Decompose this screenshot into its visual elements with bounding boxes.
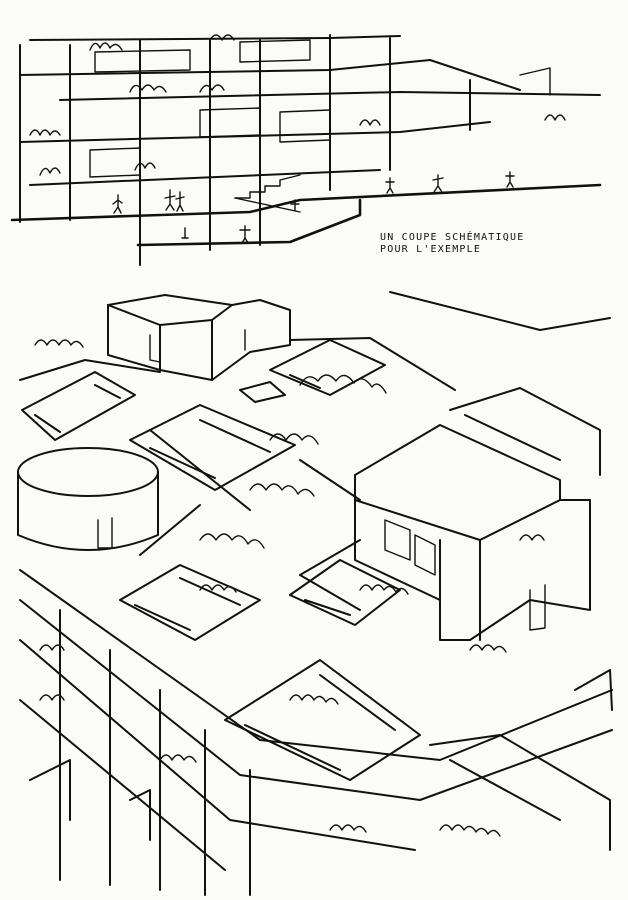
background-line [389,291,611,331]
foliage [89,42,123,51]
caption-line-2: POUR L'EXEMPLE [380,244,482,255]
section-drawing [10,34,602,266]
planter-box [89,147,141,178]
planter-box [239,39,311,63]
caption-line-1: UN COUPE SCHÉMATIQUE [380,232,525,243]
foliage [469,644,507,653]
cylinder-top [17,447,159,497]
floor-slab-4 [19,59,521,91]
foliage [39,167,61,176]
lower-ground-line [136,198,362,247]
wing-roof-edge [19,569,613,761]
floor-slab-3 [59,91,601,101]
wing-floor-line [19,639,416,851]
foliage [329,824,367,833]
courtyard-opening [119,564,261,641]
planter-box [199,107,261,138]
foliage [39,644,65,701]
planter-box [94,49,191,73]
courtyard-opening [289,559,401,626]
foliage [159,754,197,763]
foliage [299,374,387,394]
foliage [269,433,319,445]
foliage [29,129,61,136]
foliage [359,584,409,595]
block-walls [354,499,591,641]
axonometric-lines [17,291,613,896]
courtyard-opening [224,659,421,781]
foliage [199,533,265,549]
foliage [439,824,501,837]
foliage [129,84,167,93]
courtyard-opening [129,404,296,491]
roof-grid-lines [139,429,361,611]
planter-box [519,67,551,96]
floor-slab-2 [19,121,491,143]
floor-slab-1 [29,169,381,186]
skylight [239,381,286,403]
foliage [249,483,315,497]
foliage [519,534,545,541]
foliage [134,162,156,171]
house-doors [149,329,246,363]
courtyard-opening [449,387,601,476]
foliage [289,694,339,705]
block-door [529,584,546,631]
block-roof [354,424,561,541]
wing-columns [59,609,251,896]
courtyard-opening [269,339,386,396]
people-figures [112,171,515,244]
terrace-edge [19,337,456,391]
courtyard-opening [429,734,611,851]
cylinder-body [17,471,159,551]
courtyard-opening [21,371,136,441]
wing-floor-line-2 [19,699,226,871]
house-roof-edge [107,304,233,326]
section-lines [10,34,602,266]
foliage [359,119,381,126]
caption: UN COUPE SCHÉMATIQUE POUR L'EXEMPLE [380,232,580,256]
foliage [34,339,84,348]
courtyard-opening [574,669,613,711]
wing-roof-edge-2 [19,599,613,801]
foliage [199,584,237,593]
block-windows [384,519,436,576]
wing-balconies [29,759,151,841]
house-block [107,294,291,381]
stair [234,174,301,199]
foliage [544,114,566,121]
cylinder-door [97,517,113,549]
block-edges [439,539,481,641]
planter-box [279,109,331,143]
stair-rail [234,197,301,213]
foliage [199,84,225,93]
foliage [209,34,235,41]
